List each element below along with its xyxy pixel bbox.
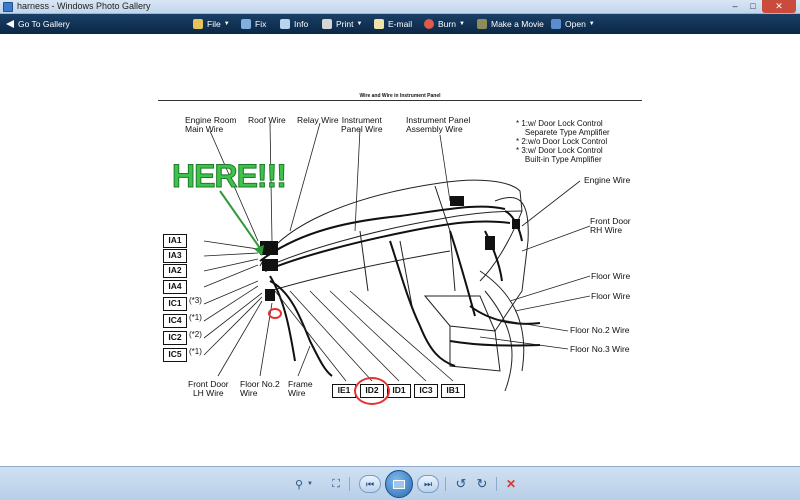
label-floor-wire-2: Floor Wire	[591, 291, 631, 301]
connector-ie1: IE1	[332, 384, 356, 398]
separator	[445, 477, 446, 491]
label-instrument-panel-assembly-wire: Instrument Panel Assembly Wire	[406, 115, 471, 134]
next-icon: ⏭	[423, 478, 433, 489]
fix-label: Fix	[255, 19, 267, 29]
print-label: Print	[336, 19, 354, 29]
caption-rule	[158, 100, 642, 101]
file-label: File	[207, 19, 221, 29]
zoom-icon[interactable]: ⚲	[294, 478, 304, 491]
rotate-counterclockwise-icon[interactable]: ↺	[455, 476, 467, 491]
delete-icon[interactable]: ✕	[505, 477, 517, 491]
dashboard-drawing	[203, 122, 591, 392]
label-front-door-rh-wire: Front Door RH Wire	[590, 216, 631, 235]
playback-controls: ⚲ ▼ ⛶ ⏮ ⏭ ↺ ↻ ✕	[0, 466, 800, 500]
go-to-gallery-label: Go To Gallery	[18, 19, 70, 29]
go-to-gallery-button[interactable]: Go To Gallery	[6, 17, 70, 31]
print-menu[interactable]: Print▼	[322, 17, 362, 31]
title-bar: harness - Windows Photo Gallery – □ ✕	[0, 0, 800, 14]
slideshow-icon	[393, 479, 405, 489]
open-icon	[551, 19, 561, 29]
image-viewer: Wire and Wire in Instrument Panel	[0, 34, 800, 466]
separator	[349, 477, 350, 491]
make-a-movie-button[interactable]: Make a Movie	[477, 17, 544, 31]
file-icon	[193, 19, 203, 29]
make-a-movie-label: Make a Movie	[491, 19, 544, 29]
id2-highlight-circle	[354, 377, 390, 405]
back-arrow-icon	[6, 20, 14, 28]
email-label: E-mail	[388, 19, 413, 29]
connector-ic2: IC2	[163, 331, 187, 345]
footnote-1: * 1:w/ Door Lock Control	[516, 119, 603, 128]
ic2-note: (*2)	[189, 330, 202, 339]
minimize-button[interactable]: –	[732, 1, 738, 11]
close-button[interactable]: ✕	[762, 0, 796, 13]
info-button[interactable]: Info	[280, 17, 308, 31]
label-roof-wire: Roof Wire	[248, 115, 286, 125]
connector-ia3: IA3	[163, 249, 187, 263]
label-floor-no2-wire-right: Floor No.2 Wire	[570, 325, 630, 335]
label-engine-wire: Engine Wire	[584, 175, 631, 185]
connector-ib1: IB1	[441, 384, 465, 398]
email-icon	[374, 19, 384, 29]
footnote-3: * 3:w/ Door Lock Control	[516, 146, 603, 155]
email-button[interactable]: E-mail	[374, 17, 412, 31]
previous-button[interactable]: ⏮	[359, 475, 381, 493]
open-label: Open	[565, 19, 586, 29]
footnote-1-cont: Separete Type Amplifier	[516, 128, 610, 137]
photo-gallery-icon	[3, 2, 13, 12]
connector-ic5: IC5	[163, 348, 187, 362]
fix-icon	[241, 19, 251, 29]
label-floor-wire-1: Floor Wire	[591, 271, 631, 281]
connector-id1: ID1	[387, 384, 411, 398]
connector-ic4: IC4	[163, 314, 187, 328]
window-title: harness - Windows Photo Gallery	[17, 1, 151, 11]
info-label: Info	[294, 19, 309, 29]
connector-ic1: IC1	[163, 297, 187, 311]
connector-ia1: IA1	[163, 234, 187, 248]
label-instrument-panel-wire: Instrument Panel Wire	[341, 115, 383, 134]
actual-size-icon[interactable]: ⛶	[332, 477, 340, 490]
separator	[496, 477, 497, 491]
connector-ia4: IA4	[163, 280, 187, 294]
movie-icon	[477, 19, 487, 29]
label-floor-no2-wire-bottom: Floor No.2 Wire	[240, 379, 280, 398]
burn-disc-icon	[424, 19, 434, 29]
info-icon	[280, 19, 290, 29]
footnote-3-cont: Built-in Type Amplifier	[516, 155, 602, 164]
label-engine-room-main-wire: Engine Room Main Wire	[185, 115, 237, 134]
maximize-button[interactable]: □	[750, 1, 756, 11]
command-bar: Go To Gallery File▼ Fix Info Print▼ E-ma…	[0, 14, 800, 34]
label-frame-wire: Frame Wire	[288, 379, 313, 398]
previous-icon: ⏮	[365, 478, 375, 489]
open-menu[interactable]: Open▼	[551, 17, 595, 31]
connector-ia2: IA2	[163, 264, 187, 278]
wiring-diagram-image: Wire and Wire in Instrument Panel	[150, 91, 650, 408]
label-relay-wire: Relay Wire	[297, 115, 339, 125]
next-button[interactable]: ⏭	[417, 475, 439, 493]
connector-ic3: IC3	[414, 384, 438, 398]
ic1-note: (*3)	[189, 296, 202, 305]
diagram-caption: Wire and Wire in Instrument Panel	[359, 93, 441, 99]
rotate-clockwise-icon[interactable]: ↻	[476, 476, 488, 491]
fix-button[interactable]: Fix	[241, 17, 266, 31]
ic5-note: (*1)	[189, 347, 202, 356]
ic4-note: (*1)	[189, 313, 202, 322]
here-annotation: HERE!!!	[172, 158, 288, 195]
label-floor-no3-wire: Floor No.3 Wire	[570, 344, 630, 354]
label-front-door-lh-wire: Front Door LH Wire	[188, 379, 229, 398]
zoom-dropdown-icon[interactable]: ▼	[307, 481, 313, 487]
connector-highlight-circle	[268, 308, 282, 319]
footnote-2: * 2:w/o Door Lock Control	[516, 137, 608, 146]
burn-label: Burn	[438, 19, 456, 29]
print-icon	[322, 19, 332, 29]
file-menu[interactable]: File▼	[193, 17, 230, 31]
window-controls: – □ ✕	[726, 0, 796, 13]
burn-menu[interactable]: Burn▼	[424, 17, 465, 31]
slideshow-button[interactable]	[385, 470, 413, 498]
